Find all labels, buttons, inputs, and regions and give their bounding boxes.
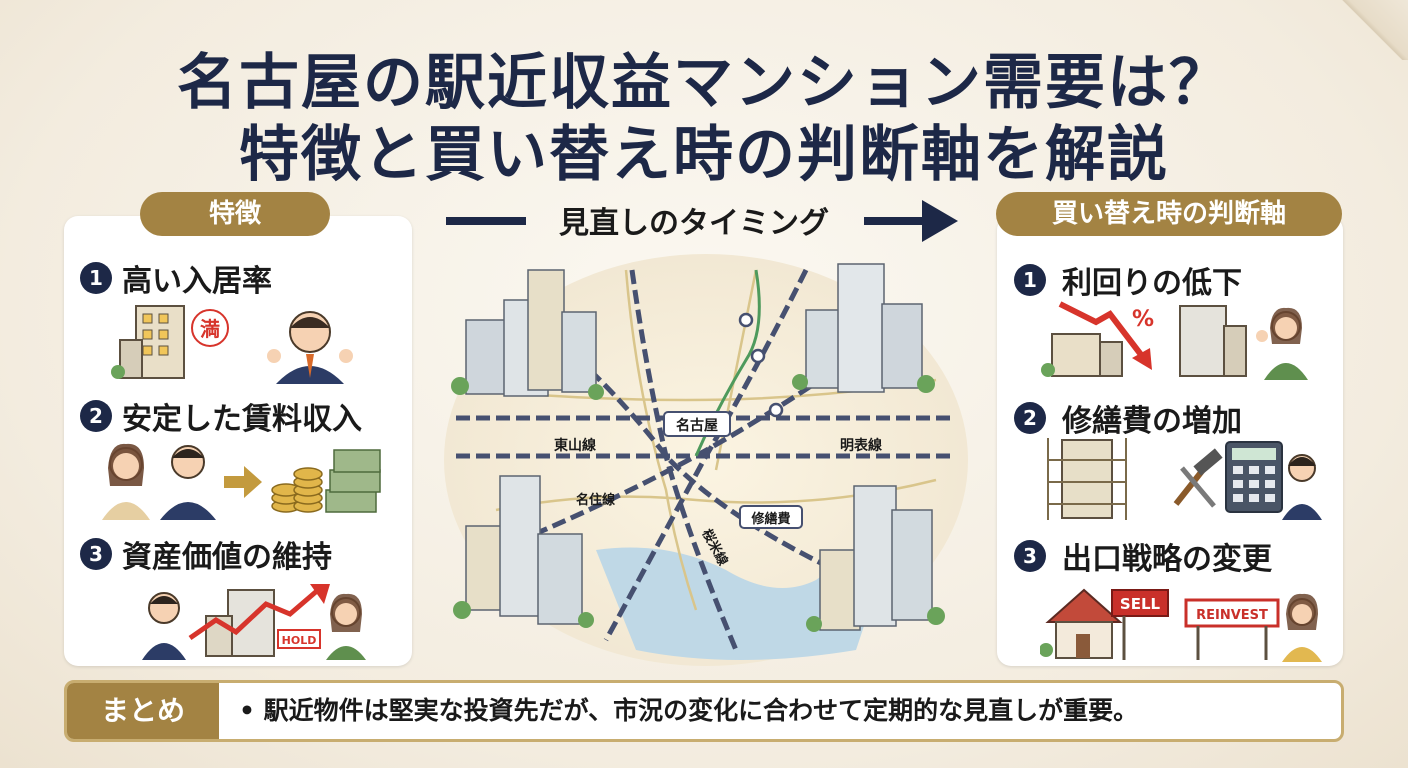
feature-item-3: 3 資産価値の維持: [80, 532, 332, 576]
building-cluster-top-left: [451, 269, 604, 400]
sell-sign: SELL: [1111, 589, 1169, 660]
svg-text:HOLD: HOLD: [282, 634, 317, 647]
station-dots: [738, 312, 784, 418]
woman-icon: [1282, 593, 1322, 662]
criteria-text-1: 利回りの低下: [1062, 266, 1242, 301]
criteria-label: 買い替え時の判断軸: [996, 192, 1342, 236]
woman-icon: [102, 443, 150, 520]
feature-number-2: 2: [80, 400, 112, 432]
nagoya-map: 名古屋 東山線 明表線 名住線 修繕費 桜米線: [444, 254, 968, 666]
svg-text:名古屋: 名古屋: [676, 417, 718, 434]
repair-cost-illustration: [1047, 438, 1322, 520]
timing-arrow-right: [864, 217, 924, 225]
exit-strategy-illustration: SELL REINVEST: [1040, 588, 1322, 662]
yield-decline-illustration: %: [1041, 301, 1308, 380]
building-cluster-top-right: [792, 263, 935, 393]
hammer-wrench-icon: [1173, 448, 1223, 508]
criteria-number-2: 2: [1014, 402, 1046, 434]
page-title-line2: 特徴と買い替え時の判断軸を解説: [239, 120, 1169, 190]
feature-item-1: 1 高い入居率: [80, 256, 272, 300]
businessman-icon: [142, 592, 186, 660]
svg-text:REINVEST: REINVEST: [1196, 608, 1268, 623]
percent-icon: %: [1132, 307, 1154, 332]
repair-cost-label: 修繕費: [739, 505, 803, 529]
criteria-number-3: 3: [1014, 540, 1046, 572]
summary-label: まとめ: [67, 683, 219, 739]
building-icon: [205, 589, 275, 657]
svg-text:SELL: SELL: [1120, 595, 1161, 613]
line-label-higashiyama: 東山線: [554, 437, 596, 454]
criteria-number-1: 1: [1014, 264, 1046, 296]
criteria-item-1: 1 利回りの低下: [1014, 258, 1242, 302]
svg-text:満: 満: [200, 317, 220, 341]
coins-and-cash-icon: [271, 449, 381, 513]
building-icon: [1179, 305, 1247, 377]
reinvest-sign: REINVEST: [1184, 598, 1280, 660]
feature-number-1: 1: [80, 262, 112, 294]
feature-text-3: 資産価値の維持: [122, 540, 332, 575]
criteria-text-3: 出口戦略の変更: [1062, 542, 1272, 577]
feature-text-1: 高い入居率: [122, 264, 272, 299]
criteria-panel: [997, 216, 1343, 666]
criteria-item-2: 2 修繕費の増加: [1014, 396, 1242, 440]
waving-woman-icon: [1256, 307, 1308, 380]
timing-arrow-left: [446, 217, 526, 225]
hold-sign: HOLD: [277, 629, 321, 649]
calculator-icon: [1225, 441, 1283, 513]
features-label: 特徴: [140, 192, 330, 236]
man-icon: [160, 445, 216, 520]
criteria-item-3: 3 出口戦略の変更: [1014, 534, 1272, 578]
line-label-meiju: 名住線: [576, 492, 616, 508]
feature-text-2: 安定した賃料収入: [122, 402, 362, 437]
happy-person-icon: [267, 311, 353, 384]
page-title-line1: 名古屋の駅近収益マンション需要は？: [177, 48, 1231, 118]
rising-chart-arrow-icon: [188, 584, 330, 641]
svg-text:修繕費: 修繕費: [750, 511, 790, 527]
woman-icon: [326, 593, 366, 660]
small-apartment-icon: [1041, 333, 1123, 377]
building-cluster-bottom-left: [453, 475, 594, 628]
summary-text: • 駅近物件は堅実な投資先だが、市況の変化に合わせて定期的な見直しが重要。: [239, 696, 1139, 725]
apartment-icon: [111, 305, 185, 379]
asset-value-illustration: HOLD: [142, 584, 366, 660]
timing-label: 見直しのタイミング: [559, 206, 829, 241]
summary-bar: まとめ • 駅近物件は堅実な投資先だが、市況の変化に合わせて定期的な見直しが重要…: [64, 680, 1344, 742]
nagoya-station-label: 名古屋: [663, 411, 731, 437]
building-cluster-bottom-right: [806, 485, 945, 632]
full-occupancy-illustration: 満: [111, 305, 353, 384]
scaffolding-building-icon: [1047, 438, 1127, 520]
right-arrow-icon: [224, 466, 262, 498]
line-label-meihyo: 明表線: [840, 437, 882, 454]
feature-item-2: 2 安定した賃料収入: [80, 394, 362, 438]
criteria-text-2: 修繕費の増加: [1062, 404, 1242, 439]
stable-income-illustration: [102, 443, 381, 520]
house-icon: [1040, 588, 1123, 659]
feature-number-3: 3: [80, 538, 112, 570]
falling-arrow-icon: [1058, 301, 1152, 370]
timing-arrow-head: [922, 200, 958, 242]
woman-icon: [1282, 454, 1322, 520]
bay-water: [596, 547, 876, 660]
page-curl: [1338, 0, 1408, 60]
full-badge: 満: [191, 309, 229, 347]
